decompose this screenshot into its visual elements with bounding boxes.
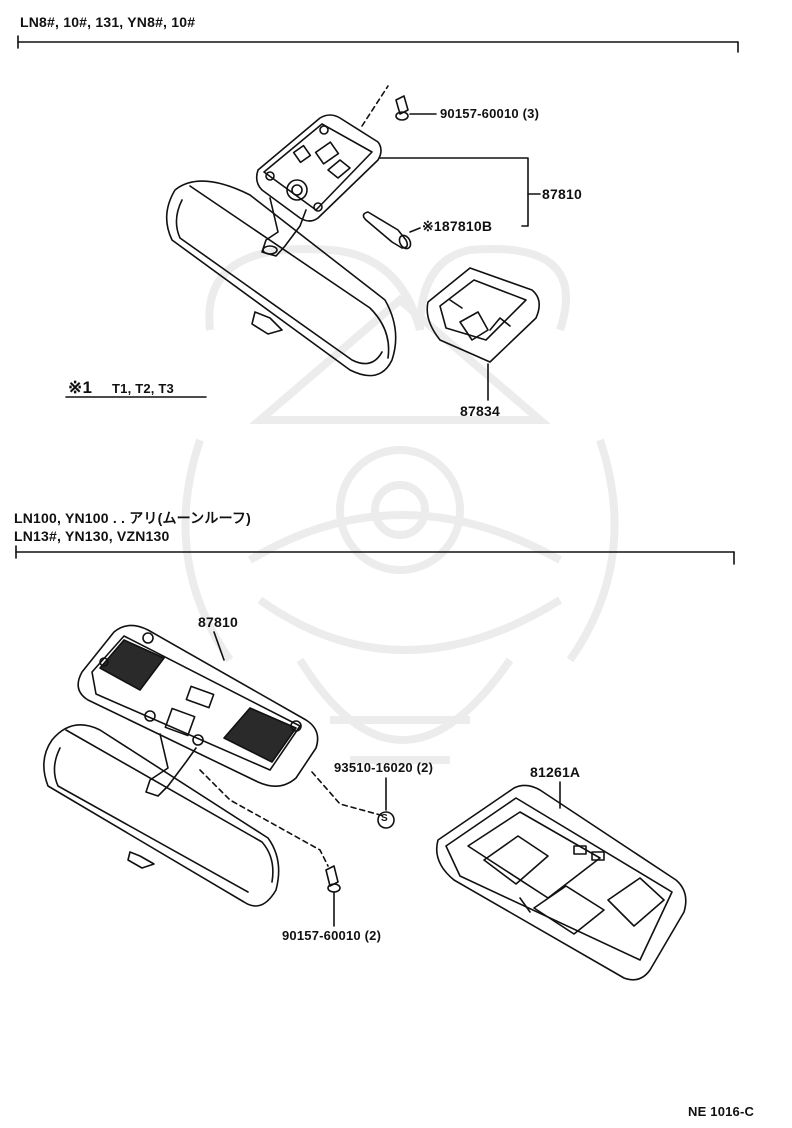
- footer-code: NE 1016-C: [688, 1104, 755, 1119]
- part-label-screw-90157-s2: 90157-60010 (2): [282, 928, 382, 943]
- section2-screw-s-drawing: [377, 777, 395, 829]
- part-label-screw-93510: 93510-16020 (2): [334, 760, 434, 775]
- part-label-screw-90157: 90157-60010 (3): [440, 106, 540, 121]
- section1-header: LN8#, 10#, 131, YN8#, 10#: [20, 14, 196, 30]
- part-label-bulb-87810b: ※187810B: [422, 218, 493, 234]
- watermark-helmet-icon: [181, 245, 619, 764]
- section2-dashed-leaders: [199, 769, 385, 867]
- section1-cover-drawing: [426, 267, 540, 401]
- part-label-cover-87834: 87834: [460, 403, 500, 419]
- part-label-lamp-87810: 87810: [542, 186, 582, 202]
- section2-screw-drawing: [325, 865, 341, 927]
- section1-lamp-assy-drawing: [255, 114, 541, 227]
- screw-s-symbol: S: [381, 813, 388, 824]
- part-label-lamp-87810-s2: 87810: [198, 614, 238, 630]
- section2-cover-drawing: [435, 781, 687, 981]
- section2-bracket: [15, 545, 735, 565]
- section2-mirror-drawing: [43, 724, 280, 907]
- note-mark: ※1: [68, 378, 93, 397]
- note-text: T1, T2, T3: [112, 381, 174, 396]
- section1-bulb-drawing: [362, 211, 421, 250]
- section1-mirror-drawing: [165, 180, 397, 377]
- section2-header-line2: LN13#, YN130, VZN130: [14, 528, 170, 544]
- section2-lamp-assy-drawing: [77, 624, 319, 787]
- part-label-cover-81261a: 81261A: [530, 764, 581, 780]
- section1-screw-drawing: [361, 85, 437, 127]
- section2-header-line1: LN100, YN100 . . アリ(ムーンルーフ): [14, 510, 251, 526]
- section1-bracket: [17, 35, 739, 53]
